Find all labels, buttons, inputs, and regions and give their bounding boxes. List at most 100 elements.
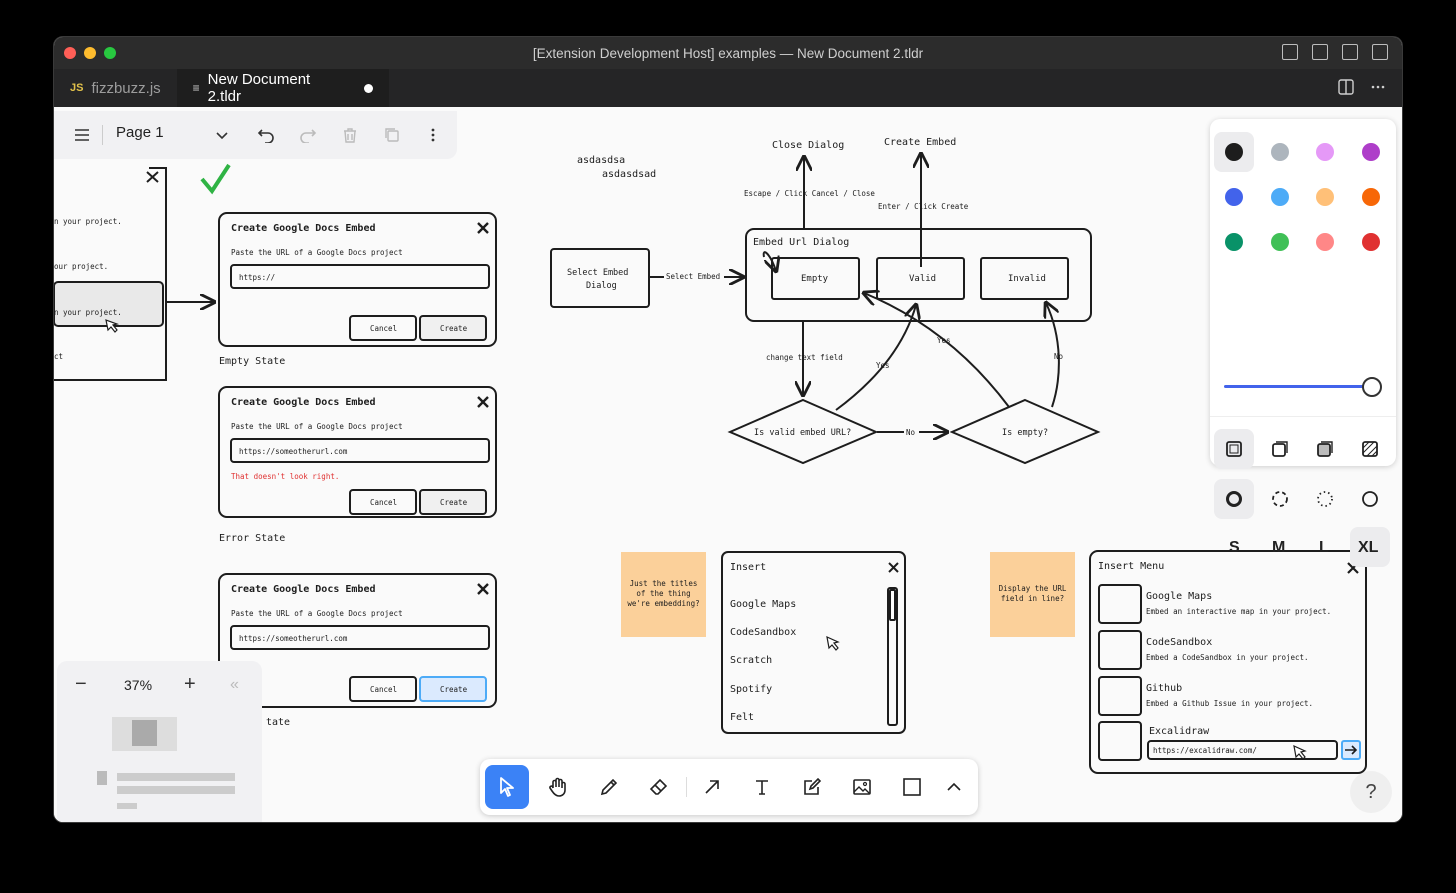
- trash-icon[interactable]: [340, 125, 360, 145]
- more-vertical-icon[interactable]: [423, 125, 443, 145]
- color-swatch[interactable]: [1271, 233, 1289, 251]
- main-menu-icon[interactable]: [72, 125, 92, 145]
- collapse-minimap-icon[interactable]: «: [230, 676, 239, 694]
- color-swatch[interactable]: [1225, 233, 1243, 251]
- size-m-button[interactable]: M: [1272, 539, 1285, 557]
- arrow-tool[interactable]: [690, 765, 734, 809]
- note-icon: [802, 777, 822, 797]
- color-swatch[interactable]: [1362, 188, 1380, 206]
- tab-fizzbuzz[interactable]: JS fizzbuzz.js: [54, 69, 177, 107]
- dialog-title: Create Google Docs Embed: [231, 223, 376, 234]
- minimap[interactable]: [92, 711, 237, 816]
- duplicate-icon[interactable]: [382, 125, 402, 145]
- create-label: Create: [440, 324, 468, 333]
- rectangle-tool[interactable]: [890, 765, 934, 809]
- customize-layout-icon[interactable]: [1372, 44, 1388, 60]
- tab-new-document[interactable]: ≡ New Document 2.tldr: [177, 69, 389, 107]
- excalidraw-url-value: https://excalidraw.com/: [1153, 746, 1257, 755]
- divider: [1210, 416, 1396, 417]
- dash-solid-icon[interactable]: [1361, 490, 1379, 508]
- dash-dashed-icon[interactable]: [1271, 490, 1289, 508]
- escape-edge-label: Escape / Click Cancel / Close: [744, 189, 875, 198]
- split-editor-icon[interactable]: [1338, 79, 1354, 95]
- size-xl-button[interactable]: XL: [1358, 539, 1378, 557]
- dash-draw-icon[interactable]: [1225, 490, 1243, 508]
- fill-solid-icon[interactable]: [1316, 440, 1334, 458]
- checkmark-icon: [202, 165, 229, 191]
- fill-none-icon[interactable]: [1225, 440, 1243, 458]
- dialog-url-value: https://someotherurl.com: [239, 447, 348, 456]
- hand-icon: [547, 776, 569, 798]
- color-swatch[interactable]: [1362, 143, 1380, 161]
- more-tools-button[interactable]: [932, 765, 976, 809]
- note-tool[interactable]: [790, 765, 834, 809]
- cancel-label: Cancel: [370, 324, 397, 333]
- opacity-slider-handle[interactable]: [1362, 377, 1382, 397]
- color-swatch[interactable]: [1225, 143, 1243, 161]
- color-swatch[interactable]: [1271, 143, 1289, 161]
- size-l-button[interactable]: L: [1319, 539, 1329, 557]
- select-tool[interactable]: [485, 765, 529, 809]
- minimize-window-button[interactable]: [84, 47, 96, 59]
- redo-icon[interactable]: [298, 125, 318, 145]
- zoom-in-button[interactable]: +: [184, 673, 196, 696]
- dialog-subtitle: Paste the URL of a Google Docs project: [231, 248, 403, 257]
- size-s-button[interactable]: S: [1229, 539, 1240, 557]
- hand-tool[interactable]: [536, 765, 580, 809]
- valid-node: Valid: [909, 274, 936, 284]
- image-tool[interactable]: [840, 765, 884, 809]
- editor-tab-bar: JS fizzbuzz.js ≡ New Document 2.tldr: [54, 69, 1402, 107]
- color-swatch[interactable]: [1316, 233, 1334, 251]
- menu-item-name: Github: [1146, 683, 1182, 694]
- is-valid-decision: Is valid embed URL?: [754, 428, 851, 438]
- draw-tool[interactable]: [587, 765, 631, 809]
- dash-dotted-icon[interactable]: [1316, 490, 1334, 508]
- unsaved-dot-icon[interactable]: [364, 84, 373, 93]
- create-embed-node: Create Embed: [884, 137, 956, 148]
- opacity-slider[interactable]: [1224, 385, 1374, 388]
- javascript-file-icon: JS: [70, 82, 83, 94]
- error-message: That doesn't look right.: [231, 472, 339, 481]
- chevron-down-icon[interactable]: [212, 125, 232, 145]
- yes-edge-label: Yes: [876, 361, 890, 370]
- select-embed-edge-label: Select Embed: [666, 272, 720, 281]
- zoom-level[interactable]: 37%: [124, 677, 152, 693]
- color-swatch[interactable]: [1362, 233, 1380, 251]
- fill-semi-icon[interactable]: [1271, 440, 1289, 458]
- text-tool[interactable]: [740, 765, 784, 809]
- insert-item: Scratch: [730, 655, 772, 666]
- color-swatch[interactable]: [1316, 188, 1334, 206]
- scribble-text: asdasdsad: [602, 169, 656, 180]
- document-file-icon: ≡: [193, 81, 200, 95]
- pencil-icon: [599, 777, 619, 797]
- editor-actions: [1338, 79, 1386, 95]
- dialog-caption: Empty State: [219, 356, 285, 367]
- toggle-panel-icon[interactable]: [1312, 44, 1328, 60]
- create-label: Create: [440, 498, 468, 507]
- color-swatch[interactable]: [1271, 188, 1289, 206]
- select-embed-dialog-node: Select Embed: [567, 268, 628, 278]
- chevron-up-icon: [946, 781, 962, 793]
- color-swatch[interactable]: [1225, 188, 1243, 206]
- menu-item-desc: Embed an interactive map in your project…: [1146, 607, 1331, 616]
- zoom-window-button[interactable]: [104, 47, 116, 59]
- create-label: Create: [440, 685, 468, 694]
- no-edge-label: No: [1054, 352, 1064, 361]
- text-icon: [752, 777, 772, 797]
- drawing-canvas[interactable]: n your project. our project. n your proj…: [54, 107, 1402, 823]
- dialog-empty-state: Create Google Docs Embed Paste the URL o…: [219, 213, 496, 367]
- more-actions-icon[interactable]: [1370, 79, 1386, 95]
- style-panel: S M L XL: [1210, 119, 1396, 466]
- page-name[interactable]: Page 1: [116, 124, 164, 141]
- help-button[interactable]: ?: [1350, 771, 1392, 813]
- toggle-primary-sidebar-icon[interactable]: [1282, 44, 1298, 60]
- undo-icon[interactable]: [256, 125, 276, 145]
- insert-menu-title: Insert Menu: [1098, 561, 1164, 572]
- close-window-button[interactable]: [64, 47, 76, 59]
- zoom-out-button[interactable]: −: [75, 673, 87, 696]
- eraser-tool[interactable]: [637, 765, 681, 809]
- invalid-node: Invalid: [1008, 274, 1046, 284]
- fill-pattern-icon[interactable]: [1361, 440, 1379, 458]
- color-swatch[interactable]: [1316, 143, 1334, 161]
- toggle-secondary-sidebar-icon[interactable]: [1342, 44, 1358, 60]
